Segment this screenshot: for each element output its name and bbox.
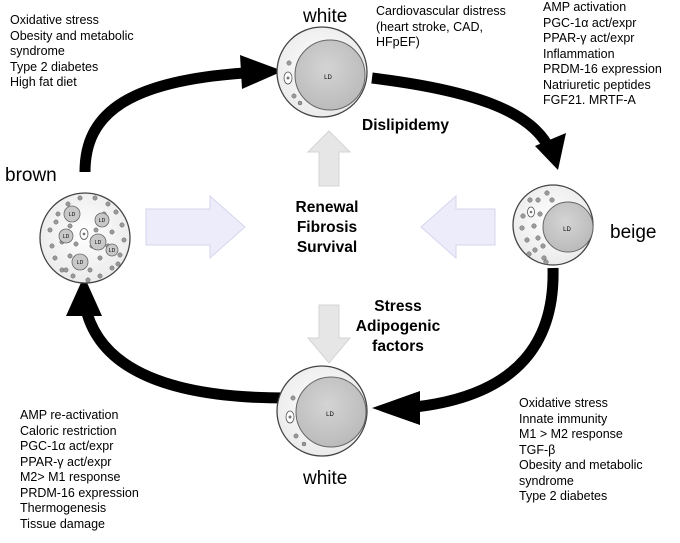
mitochondrion xyxy=(97,273,103,279)
white-adipocyte-bottom: LD xyxy=(276,365,368,457)
lipid-droplet xyxy=(89,233,107,251)
notes-top-left: Oxidative stress Obesity and metabolic s… xyxy=(10,13,134,89)
notes-top-right: AMP activation PGC-1α act/expr PPAR-γ ac… xyxy=(543,0,662,107)
mitochondrion xyxy=(541,255,547,261)
mitochondrion xyxy=(119,222,125,228)
mitochondrion xyxy=(77,195,83,201)
cell-label-ld: LD xyxy=(63,234,70,240)
mitochondrion xyxy=(535,197,541,203)
arrow-brown-to-white xyxy=(79,66,263,173)
cell-label-ld: LD xyxy=(109,248,116,254)
mitochondrion xyxy=(519,225,525,231)
arrow-head-white-to-beige xyxy=(535,133,566,170)
mitochondrion xyxy=(73,241,79,247)
notes-top-middle: Cardiovascular distress (heart stroke, C… xyxy=(376,4,506,49)
mitochondrion xyxy=(540,243,546,249)
mitochondrion xyxy=(85,277,91,283)
block-arrow-right xyxy=(145,194,246,260)
notes-bottom-right: Oxidative stress Innate immunity M1 > M2… xyxy=(519,396,643,503)
mitochondrion xyxy=(53,219,59,225)
label-brown: brown xyxy=(5,165,57,186)
mitochondrion xyxy=(520,213,526,219)
mitochondrion xyxy=(115,261,121,267)
mitochondrion xyxy=(92,195,98,201)
lipid-droplet xyxy=(105,243,119,257)
mitochondrion xyxy=(63,267,69,273)
mitochondrion xyxy=(87,267,93,273)
mitochondrion xyxy=(52,255,58,261)
lipid-droplet xyxy=(94,212,110,228)
mitochondrion xyxy=(67,223,73,229)
arrow-head-white-to-brown xyxy=(66,276,102,316)
notes-bottom-left: AMP re-activation Caloric restriction PG… xyxy=(20,408,139,531)
arrow-head-brown-to-white xyxy=(240,55,283,89)
beige-adipocyte: LD xyxy=(512,184,594,266)
mitochondrion xyxy=(49,243,55,249)
arrow-white-to-beige xyxy=(371,72,554,151)
lipid-droplet xyxy=(58,228,74,244)
mitochondrion xyxy=(65,201,71,207)
mitochondrion xyxy=(527,197,533,203)
mitochondrion xyxy=(109,229,115,235)
mitochondrion xyxy=(544,190,550,196)
brown-adipocyte: LD LD LD LD LD LD xyxy=(39,192,131,284)
mitochondrion xyxy=(113,209,119,215)
stress-adipogenic-factors: Stress Adipogenic factors xyxy=(355,298,441,355)
mitochondrion xyxy=(535,235,541,241)
mitochondrion xyxy=(109,265,115,271)
mitochondrion xyxy=(524,237,530,243)
arrow-white-to-brown xyxy=(79,303,286,404)
block-arrows xyxy=(145,130,496,364)
cell-label-ld: LD xyxy=(563,227,571,233)
mitochondrion xyxy=(70,273,76,279)
cell-label-ld: LD xyxy=(69,212,76,218)
block-arrow-down xyxy=(306,304,352,364)
mitochondrion xyxy=(97,255,103,261)
lipid-droplet xyxy=(63,205,81,223)
mitochondrion xyxy=(47,227,53,233)
mitochondrion xyxy=(67,253,73,259)
mitochondrion xyxy=(121,237,127,243)
lipid-droplet xyxy=(71,253,89,271)
mitochondrion xyxy=(93,227,99,233)
label-beige: beige xyxy=(610,222,657,243)
arrow-head-beige-to-white xyxy=(372,391,420,425)
mitochondrion xyxy=(59,267,65,273)
renewal-fibrosis-survival: Renewal Fibrosis Survival xyxy=(295,199,359,256)
mitochondrion xyxy=(105,201,111,207)
block-arrow-up xyxy=(306,130,352,187)
mitochondrion xyxy=(526,251,532,257)
block-arrow-left xyxy=(420,194,496,260)
mitochondrion xyxy=(549,197,555,203)
mitochondrion xyxy=(537,211,543,217)
mitochondrion xyxy=(117,252,123,258)
cell-label-ld: LD xyxy=(77,260,84,266)
label-white-top: white xyxy=(303,6,348,27)
cell-label-ld: LD xyxy=(324,75,332,81)
mitochondrion xyxy=(531,223,537,229)
dislipidemy-label: Dislipidemy xyxy=(362,117,449,134)
cell-label-ld: LD xyxy=(95,240,102,246)
white-adipocyte-top: LD xyxy=(276,26,368,118)
cycle-arrows xyxy=(66,55,566,425)
mitochondrion xyxy=(543,259,549,265)
mitochondrion xyxy=(532,247,538,253)
cell-label-ld: LD xyxy=(326,412,334,418)
cell-label-ld: LD xyxy=(99,218,106,224)
label-white-bottom: white xyxy=(303,468,348,489)
arrow-beige-to-white xyxy=(414,267,559,413)
mitochondrion xyxy=(55,211,61,217)
